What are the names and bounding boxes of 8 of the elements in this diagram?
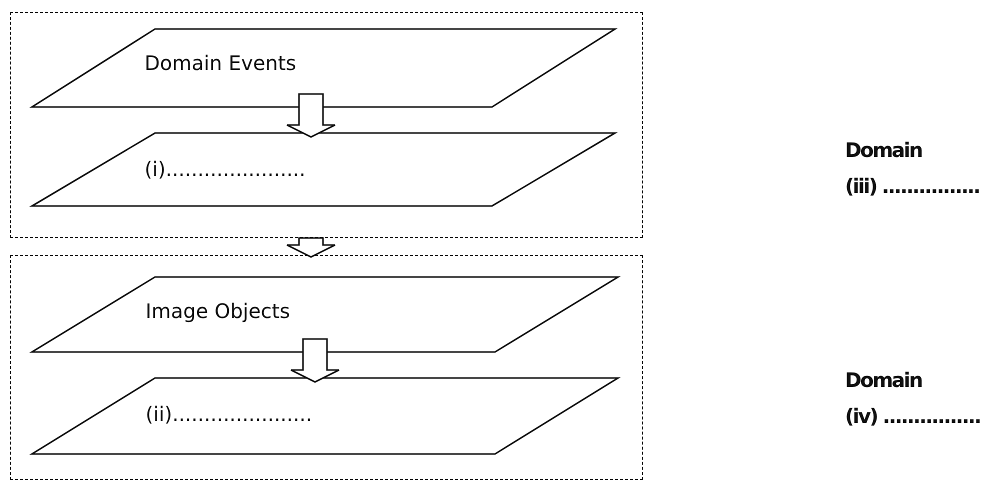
layer-label: Domain Events (144, 50, 296, 74)
domain-label: Domain (845, 138, 922, 162)
fill-in-line: (iv) ................ (845, 404, 980, 428)
block-arrow (286, 237, 336, 258)
fill-in-line: (iii) ................ (845, 174, 980, 198)
domain-label: Domain (845, 368, 922, 392)
block-arrow (286, 93, 336, 138)
layer-label: (ii)...................... (146, 402, 312, 426)
